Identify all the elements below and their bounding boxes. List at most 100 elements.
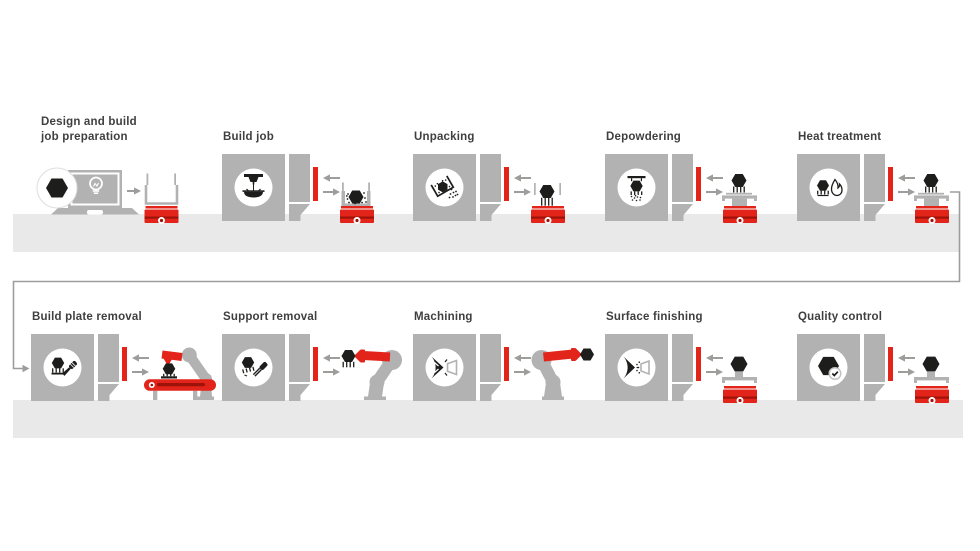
- empty-build-box-icon: [144, 173, 179, 224]
- arrow-left-icon: [323, 174, 340, 182]
- machine-tower: [672, 334, 693, 382]
- laptop-icon: [36, 167, 139, 215]
- build-box-with-powder-icon: [340, 182, 374, 224]
- transport-cart-icon: [531, 206, 565, 224]
- machine-tower: [672, 154, 693, 202]
- station-graphic-machining: [413, 334, 594, 401]
- station-graphic-quality-control: [797, 334, 949, 404]
- machine-icon: [222, 334, 318, 401]
- station-label-line: Surface finishing: [606, 311, 703, 323]
- robot-arm-icon: [341, 349, 402, 400]
- arrow-right-icon: [706, 188, 723, 196]
- machine-door-red-bar: [122, 347, 127, 381]
- part-on-build-plate-icon: [722, 174, 757, 224]
- machine-chute: [480, 204, 501, 221]
- machine-door-red-bar: [888, 347, 893, 381]
- machine-door-red-bar: [313, 347, 318, 381]
- arrow-right-icon: [898, 368, 915, 376]
- arrow-left-icon: [514, 354, 531, 362]
- arrow-right-icon: [514, 188, 531, 196]
- machine-door-red-bar: [504, 347, 509, 381]
- arrow-left-icon: [323, 354, 340, 362]
- station-label-build-job: Build job: [223, 130, 274, 145]
- transport-cart-icon: [340, 206, 374, 224]
- machine-tower: [864, 154, 885, 202]
- machine-chute: [289, 384, 310, 401]
- arrow-left-icon: [132, 354, 149, 362]
- station-label-build-plate-removal: Build plate removal: [32, 310, 142, 325]
- arrow-right-icon: [706, 368, 723, 376]
- station-label-line: Heat treatment: [798, 131, 882, 143]
- station-label-depowdering: Depowdering: [606, 130, 681, 145]
- badge-circle: [43, 348, 82, 387]
- machine-door-red-bar: [504, 167, 509, 201]
- station-label-line: Depowdering: [606, 131, 682, 143]
- transport-cart-icon: [723, 206, 757, 224]
- machine-door-red-bar: [313, 167, 318, 201]
- station-graphic-heat-treatment: [797, 154, 949, 224]
- machine-icon: [605, 154, 701, 221]
- station-label-line: job preparation: [41, 130, 128, 143]
- transport-cart-icon: [915, 206, 949, 224]
- arrow-left-icon: [898, 354, 915, 362]
- machine-door-red-bar: [696, 347, 701, 381]
- station-graphic-depowdering: [605, 154, 757, 224]
- station-label-heat-treatment: Heat treatment: [798, 130, 881, 145]
- machine-tower: [98, 334, 119, 382]
- station-graphic-unpacking: [413, 154, 565, 224]
- machine-tower: [289, 154, 310, 202]
- machine-icon: [797, 154, 893, 221]
- station-label-line: Machining: [414, 311, 473, 323]
- station-label-line: Build plate removal: [32, 311, 142, 323]
- station-label-support-removal: Support removal: [223, 310, 317, 325]
- machine-chute: [864, 204, 885, 221]
- part-with-supports-icon: [531, 183, 565, 224]
- floor-row-2: [13, 400, 963, 438]
- part-on-stand-icon: [914, 356, 949, 404]
- robot-arm-icon: [531, 348, 594, 400]
- transport-cart-icon: [915, 386, 949, 404]
- conveyor-icon: [144, 379, 216, 391]
- arrow-left-icon: [898, 174, 915, 182]
- part-on-stand-icon: [722, 356, 757, 404]
- machine-tower: [289, 334, 310, 382]
- station-graphic-build-job: [222, 154, 374, 224]
- machine-tower: [480, 334, 501, 382]
- arrow-right-icon: [514, 368, 531, 376]
- machine-tower: [480, 154, 501, 202]
- arrow-left-icon: [514, 174, 531, 182]
- station-label-line: Support removal: [223, 311, 318, 323]
- machine-door-red-bar: [888, 167, 893, 201]
- station-label-unpacking: Unpacking: [414, 130, 475, 145]
- arrow-right-icon: [323, 368, 340, 376]
- arrow-right-icon: [898, 188, 915, 196]
- arrow-right-icon: [323, 188, 340, 196]
- machine-icon: [605, 334, 701, 401]
- machine-chute: [98, 384, 119, 401]
- station-label-surface-finishing: Surface finishing: [606, 310, 703, 325]
- transport-cart-icon: [723, 386, 757, 404]
- arrow-right-icon: [127, 187, 141, 195]
- connector-arrowhead-icon: [22, 364, 30, 373]
- machine-icon: [31, 334, 127, 401]
- machine-chute: [289, 204, 310, 221]
- machine-icon: [222, 154, 318, 221]
- machine-icon: [413, 334, 509, 401]
- station-graphic-build-plate-removal: [31, 334, 216, 401]
- badge-circle: [425, 348, 464, 387]
- arrow-left-icon: [706, 174, 723, 182]
- machine-icon: [797, 334, 893, 401]
- arrow-left-icon: [706, 354, 723, 362]
- station-label-quality-control: Quality control: [798, 310, 882, 325]
- machine-door-red-bar: [696, 167, 701, 201]
- machine-tower: [864, 334, 885, 382]
- station-graphic-design-and-build-job-preparation: [36, 167, 179, 224]
- machine-chute: [672, 384, 693, 401]
- part-on-build-plate-icon: [914, 174, 949, 224]
- station-label-line: Unpacking: [414, 131, 475, 143]
- robot-arm-conveyor-icon: [144, 347, 216, 400]
- machine-icon: [413, 154, 509, 221]
